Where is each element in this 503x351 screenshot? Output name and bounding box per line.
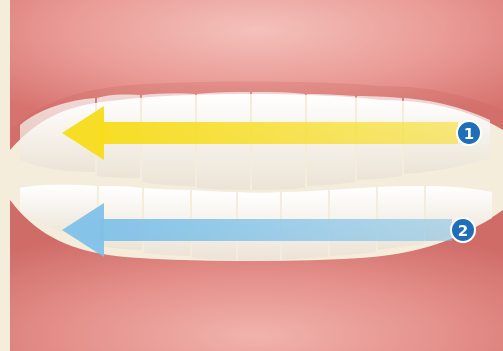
badge-2-label: 2 [458, 222, 468, 240]
arrow-2-shaft [100, 219, 452, 241]
badge-2: 2 [451, 218, 475, 242]
badge-1-label: 1 [464, 125, 474, 143]
badge-1: 1 [457, 121, 481, 145]
arrow-1-shaft [100, 122, 458, 144]
